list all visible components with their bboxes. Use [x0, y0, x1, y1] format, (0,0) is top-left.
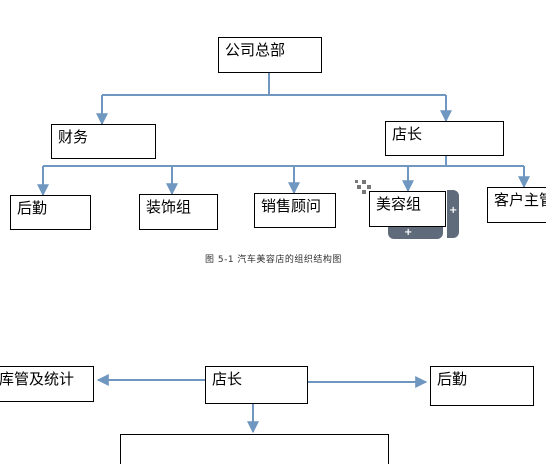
node-sales-label: 销售顾问 [261, 197, 322, 215]
plus-icon: + [449, 205, 458, 216]
node-decoration-label: 装饰组 [146, 198, 192, 216]
node-beauty[interactable]: 美容组 [369, 191, 446, 227]
node-logistics[interactable]: 后勤 [10, 195, 91, 230]
move-handle-icon [355, 180, 371, 194]
node-manager-label: 店长 [392, 125, 423, 143]
node-inventory-stats[interactable]: 库管及统计 [0, 366, 94, 402]
connector-lines [37, 72, 530, 434]
node-sales[interactable]: 销售顾问 [254, 193, 336, 228]
node-finance-label: 财务 [58, 128, 89, 146]
node-root[interactable]: 公司总部 [218, 37, 322, 73]
add-shape-below-button[interactable]: + [388, 227, 443, 239]
node-customer-label: 客户主管 [494, 191, 546, 209]
plus-icon: + [404, 227, 413, 238]
node-decoration[interactable]: 装饰组 [139, 194, 218, 230]
node-bottom-partial[interactable] [120, 434, 389, 464]
add-shape-right-button[interactable]: + [447, 190, 459, 238]
node-root-label: 公司总部 [225, 41, 286, 59]
node-logistics-label: 后勤 [17, 199, 48, 217]
node-finance[interactable]: 财务 [51, 124, 156, 159]
node-logistics-2[interactable]: 后勤 [430, 366, 534, 406]
node-logistics-2-label: 后勤 [437, 370, 468, 388]
node-beauty-label: 美容组 [376, 195, 422, 213]
node-manager-2[interactable]: 店长 [205, 366, 308, 404]
figure-caption: 图 5-1 汽车美容店的组织结构图 [205, 255, 342, 265]
node-inventory-stats-label: 库管及统计 [0, 370, 75, 388]
node-manager-2-label: 店长 [212, 370, 243, 388]
node-manager[interactable]: 店长 [385, 121, 504, 156]
node-customer[interactable]: 客户主管 [487, 187, 546, 223]
